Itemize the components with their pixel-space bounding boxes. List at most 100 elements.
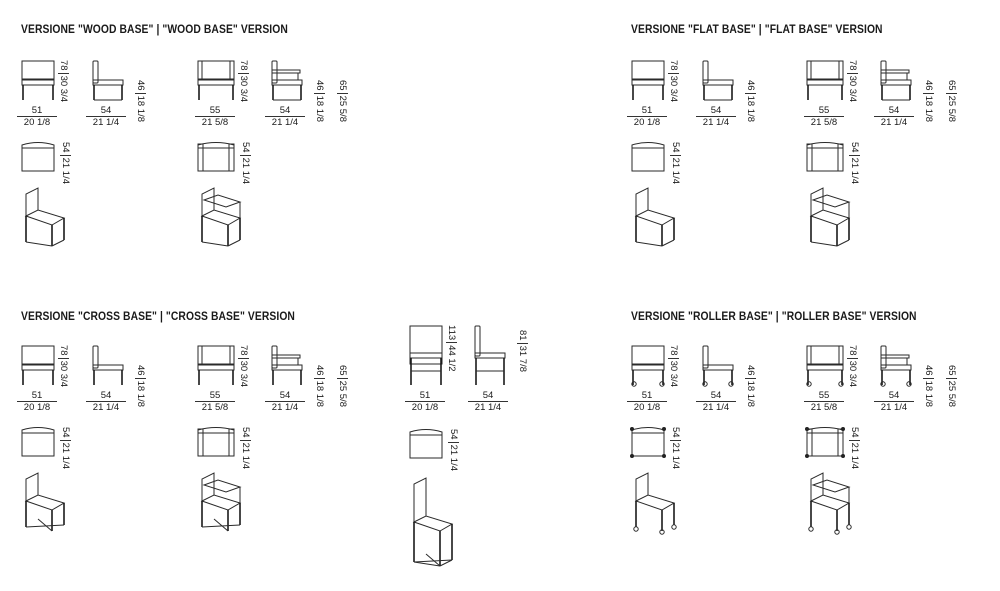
height-mm: 78 bbox=[668, 345, 679, 356]
arm-height-mm: 65 bbox=[337, 365, 348, 376]
side-view bbox=[701, 345, 735, 387]
front-view bbox=[631, 345, 665, 387]
width-inch: 21 5/8 bbox=[804, 401, 844, 413]
plan-depth-dimension: 5421 1/4 bbox=[60, 427, 71, 469]
width-inch: 21 5/8 bbox=[195, 401, 235, 413]
section-title-flat: VERSIONE "FLAT BASE" | "FLAT BASE" VERSI… bbox=[631, 22, 883, 36]
plan-depth-inch: 21 1/4 bbox=[849, 439, 860, 469]
isometric-sketch bbox=[408, 477, 458, 568]
seat-height-dimension: 4618 1/8 bbox=[135, 365, 146, 407]
plan-depth-mm: 54 bbox=[240, 427, 251, 438]
height-dimension: 7830 3/4 bbox=[668, 345, 679, 387]
seat-height-dimension: 4618 1/8 bbox=[314, 80, 325, 122]
plan-drawing bbox=[197, 142, 235, 172]
plan-drawing bbox=[21, 427, 55, 457]
plan-drawing bbox=[197, 427, 235, 457]
plan-depth-inch: 21 1/4 bbox=[60, 439, 71, 469]
seat-height-inch: 18 1/8 bbox=[745, 92, 756, 122]
side-elevation-drawing bbox=[702, 345, 734, 387]
isometric-chair-drawing bbox=[200, 187, 242, 247]
width-inch: 20 1/8 bbox=[405, 401, 445, 413]
plan-view bbox=[631, 140, 667, 174]
height-dimension: 7830 3/4 bbox=[58, 345, 69, 387]
height-dimension: 11344 1/2 bbox=[446, 325, 457, 372]
plan-drawing bbox=[409, 429, 443, 459]
depth-inch: 21 1/4 bbox=[696, 116, 736, 128]
plan-view bbox=[197, 140, 237, 174]
side-elevation-drawing bbox=[880, 60, 912, 101]
plan-depth-inch: 21 1/4 bbox=[240, 439, 251, 469]
seat-height-inch: 18 1/8 bbox=[135, 377, 146, 407]
plan-depth-mm: 54 bbox=[60, 142, 71, 153]
arm-height-dimension: 6525 5/8 bbox=[337, 365, 348, 407]
front-elevation-drawing bbox=[197, 60, 235, 100]
isometric-sketch bbox=[20, 187, 70, 248]
plan-depth-mm: 54 bbox=[448, 429, 459, 440]
side-view bbox=[270, 345, 304, 387]
isometric-chair-drawing bbox=[808, 472, 852, 535]
depth-inch: 21 1/4 bbox=[696, 401, 736, 413]
plan-view bbox=[805, 425, 846, 459]
seat-height-dimension: 4618 1/8 bbox=[923, 80, 934, 122]
height-mm: 78 bbox=[668, 60, 679, 71]
side-elevation-drawing bbox=[702, 60, 734, 101]
plan-depth-inch: 21 1/4 bbox=[240, 154, 251, 184]
depth-mm: 54 bbox=[100, 390, 112, 401]
width-inch: 20 1/8 bbox=[627, 401, 667, 413]
seat-height-dimension: 4618 1/8 bbox=[923, 365, 934, 407]
height-inch: 30 3/4 bbox=[238, 357, 249, 387]
depth-mm: 54 bbox=[279, 390, 291, 401]
seat-height-mm: 46 bbox=[314, 80, 325, 91]
width-inch: 20 1/8 bbox=[627, 116, 667, 128]
plan-depth-inch: 21 1/4 bbox=[849, 154, 860, 184]
plan-drawing bbox=[21, 142, 55, 172]
depth-inch: 21 1/4 bbox=[86, 401, 126, 413]
plan-drawing bbox=[631, 142, 665, 172]
front-view bbox=[631, 60, 665, 102]
front-view bbox=[21, 60, 55, 102]
isometric-chair-drawing bbox=[633, 472, 677, 535]
isometric-sketch bbox=[196, 187, 246, 248]
height-mm: 78 bbox=[238, 60, 249, 71]
plan-view bbox=[409, 427, 445, 461]
plan-depth-inch: 21 1/4 bbox=[448, 441, 459, 471]
width-mm: 55 bbox=[818, 390, 830, 401]
isometric-chair-drawing bbox=[809, 187, 851, 247]
depth-inch: 21 1/4 bbox=[874, 116, 914, 128]
height-mm: 78 bbox=[847, 345, 858, 356]
seat-height-mm: 46 bbox=[314, 365, 325, 376]
front-elevation-drawing bbox=[806, 60, 844, 100]
isometric-sketch bbox=[196, 472, 246, 533]
width-mm: 51 bbox=[31, 105, 43, 116]
width-mm: 51 bbox=[641, 390, 653, 401]
plan-drawing bbox=[630, 427, 666, 458]
seat-height-mm: 46 bbox=[745, 365, 756, 376]
isometric-chair-drawing bbox=[412, 477, 454, 567]
depth-mm: 54 bbox=[710, 105, 722, 116]
side-view bbox=[91, 345, 125, 387]
height-inch: 44 1/2 bbox=[446, 342, 457, 372]
isometric-sketch bbox=[630, 472, 680, 535]
plan-depth-dimension: 5421 1/4 bbox=[849, 142, 860, 184]
seat-height-dimension: 8131 7/8 bbox=[517, 330, 528, 372]
plan-depth-mm: 54 bbox=[670, 427, 681, 438]
isometric-chair-drawing bbox=[634, 187, 676, 247]
front-elevation-drawing bbox=[197, 345, 235, 385]
front-view bbox=[197, 60, 235, 102]
side-elevation-drawing bbox=[271, 345, 303, 385]
plan-depth-inch: 21 1/4 bbox=[60, 154, 71, 184]
seat-height-mm: 46 bbox=[135, 365, 146, 376]
depth-mm: 54 bbox=[100, 105, 112, 116]
arm-height-inch: 25 5/8 bbox=[337, 377, 348, 407]
front-elevation-drawing bbox=[21, 60, 55, 100]
width-mm: 55 bbox=[209, 105, 221, 116]
